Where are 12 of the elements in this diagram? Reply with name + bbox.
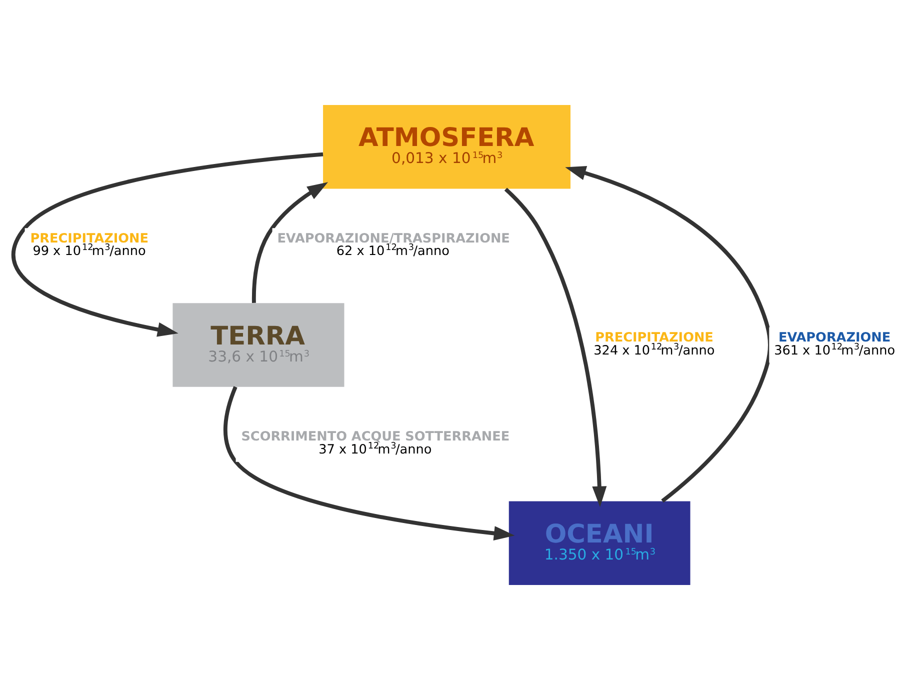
arrow	[504, 187, 607, 507]
arrow	[565, 166, 772, 502]
arrow	[12, 152, 324, 336]
edge-label: SCORRIMENTO ACQUE SOTTERRANEE 37 x 10$^{12}$m$^{3}$/anno	[241, 429, 510, 457]
node-box: TERRA 33,6 x 10$^{15}$m$^{3}$	[172, 302, 344, 386]
node-box: ATMOSFERA 0,013 x 10$^{15}$m$^{3}$	[323, 104, 570, 188]
edge-label: EVAPORAZIONE/TRASPIRAZIONE 62 x 10$^{12}$m$^{3}$/anno	[277, 230, 510, 259]
edge-label: EVAPORAZIONE 361 x 10$^{12}$m$^{3}$/anno	[774, 330, 896, 358]
arrow	[252, 182, 328, 302]
edge-label: PRECIPITAZIONE 324 x 10$^{12}$m$^{3}$/anno	[594, 330, 715, 358]
node-box: OCEANI 1.350 x 10$^{15}$m$^{3}$	[508, 500, 690, 585]
edge-label: PRECIPITAZIONE 99 x 10$^{12}$m$^{3}$/anno	[30, 230, 149, 259]
